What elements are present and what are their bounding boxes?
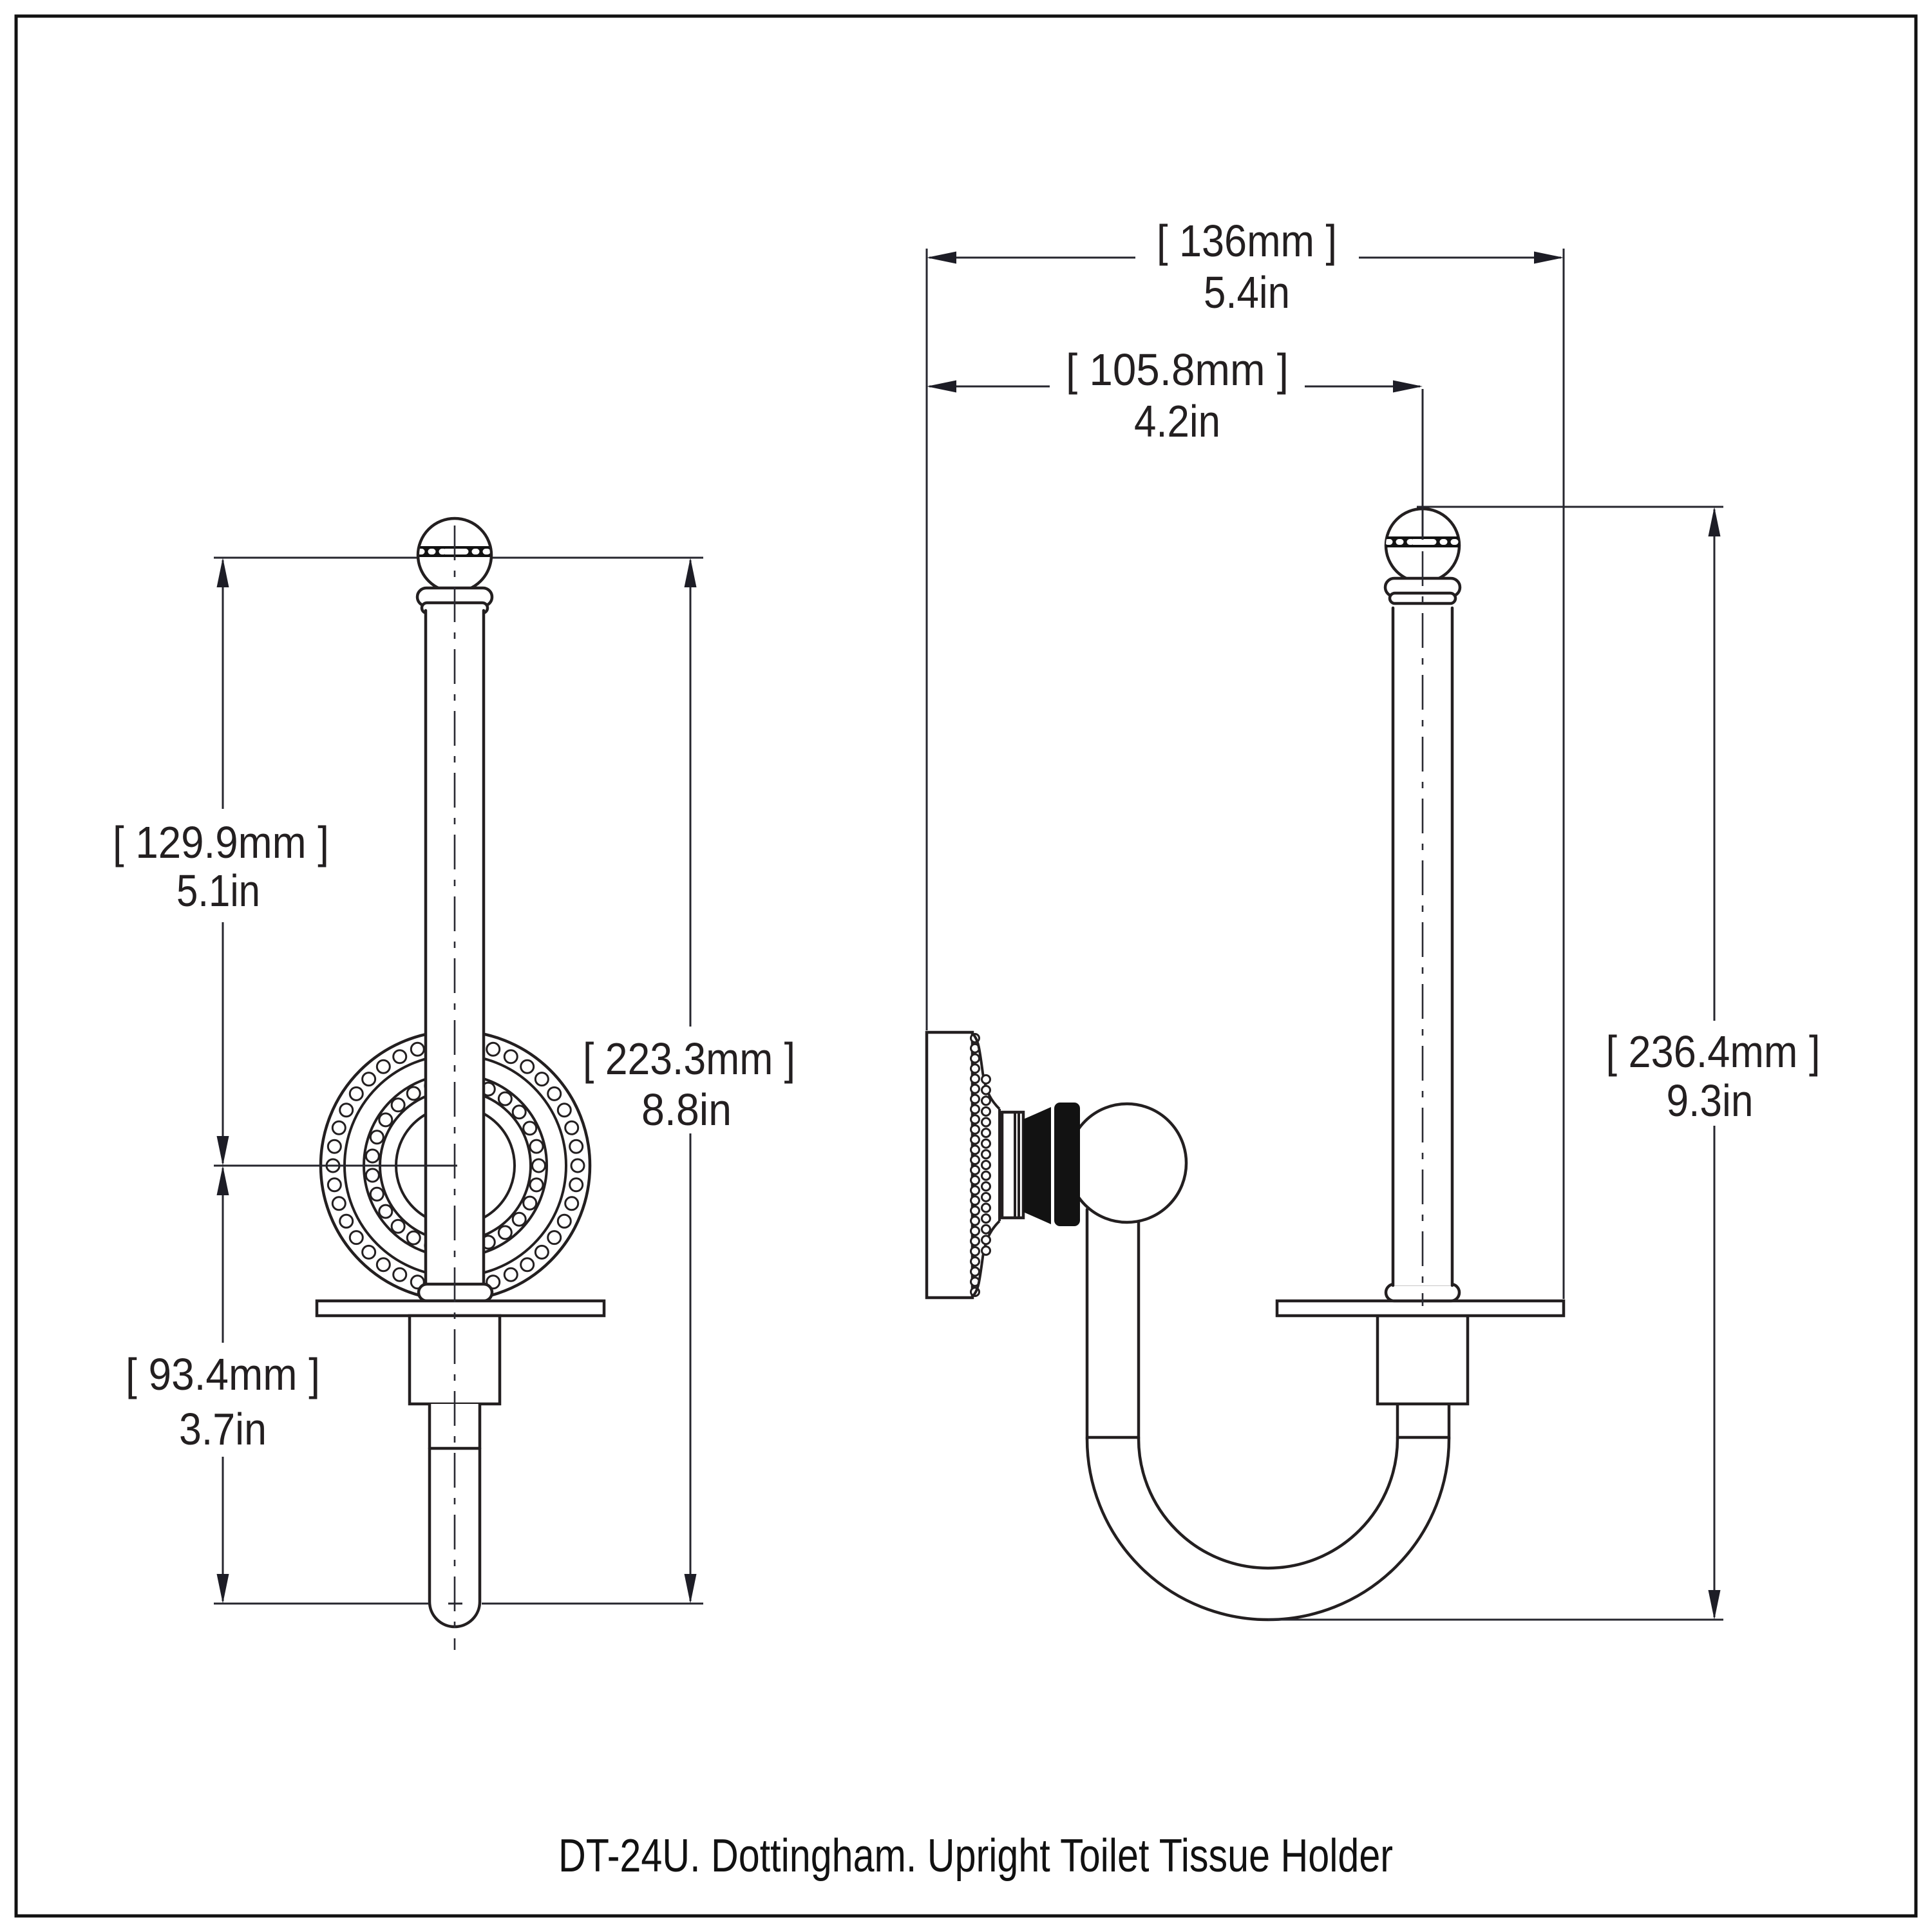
drawing-caption: DT-24U. Dottingham. Upright Toilet Tissu… [558, 1830, 1393, 1882]
mount-neck-rings [1000, 1110, 1025, 1220]
arm-inner-curve [1137, 1437, 1399, 1570]
dim-label-in: 3.7in [179, 1404, 267, 1454]
wall-plate-bead-column-inner [981, 1074, 991, 1256]
dim-label-mm: [ 236.4mm ] [1606, 1027, 1821, 1077]
front-view [315, 516, 606, 1650]
page-border [14, 14, 1918, 1918]
dim-label-mm: [ 136mm ] [1157, 216, 1337, 266]
roll-rest-plate-side [1275, 1299, 1566, 1318]
side-view [925, 507, 1566, 1622]
roll-rest-plate [315, 1299, 606, 1318]
plate-profile-top [971, 1032, 1001, 1110]
dim-label-mm: [ 105.8mm ] [1066, 345, 1289, 395]
dim-label-in: 5.1in [176, 866, 260, 916]
dim-label-mm: [ 223.3mm ] [583, 1034, 795, 1084]
dimension-top-to-flange-center: [ 129.9mm ] 5.1in [113, 558, 329, 1166]
finial-bead-band-side [1386, 536, 1459, 547]
pivot-ball [1066, 1102, 1188, 1224]
plate-profile-bottom [971, 1220, 1001, 1298]
arrow-down-icon [216, 1136, 229, 1166]
dim-label-in: 8.8in [641, 1084, 732, 1135]
post-block-side [1376, 1314, 1470, 1406]
arrow-down-icon [216, 1574, 229, 1604]
arrow-up-icon [1708, 507, 1721, 536]
dimensions: [ 129.9mm ] 5.1in [ 93.4mm ] 3.7in [ 223… [113, 216, 1821, 1621]
dim-label-in: 5.4in [1204, 267, 1290, 317]
arrow-left-icon [927, 251, 956, 264]
arrow-right-icon [1393, 380, 1423, 393]
dim-label-mm: [ 129.9mm ] [113, 817, 329, 867]
flange-bead-ring-outer [325, 1036, 585, 1296]
arrow-up-icon [216, 558, 229, 587]
mount-socket-rim [1054, 1103, 1080, 1226]
arrow-left-icon [927, 380, 956, 393]
dim-label-mm: [ 93.4mm ] [126, 1349, 320, 1399]
wall-plate-bead-column-outer [970, 1033, 980, 1297]
dimension-projection-to-post-center: [ 105.8mm ] 4.2in [927, 345, 1423, 446]
arrow-down-icon [684, 1574, 697, 1604]
arrow-up-icon [216, 1166, 229, 1195]
dimension-flange-center-to-bottom: [ 93.4mm ] 3.7in [126, 1166, 320, 1604]
dimension-side-overall-height: [ 236.4mm ] 9.3in [1606, 507, 1821, 1620]
mount-socket-waist [1023, 1107, 1051, 1224]
dim-label-in: 9.3in [1667, 1075, 1754, 1126]
arrow-right-icon [1534, 251, 1564, 264]
dim-label-in: 4.2in [1134, 396, 1220, 446]
arrow-down-icon [1708, 1590, 1721, 1620]
dimension-front-overall-height: [ 223.3mm ] 8.8in [583, 558, 795, 1604]
wall-plate-side [925, 1030, 974, 1300]
arrow-up-icon [684, 558, 697, 587]
dimension-overall-projection: [ 136mm ] 5.4in [927, 216, 1564, 317]
